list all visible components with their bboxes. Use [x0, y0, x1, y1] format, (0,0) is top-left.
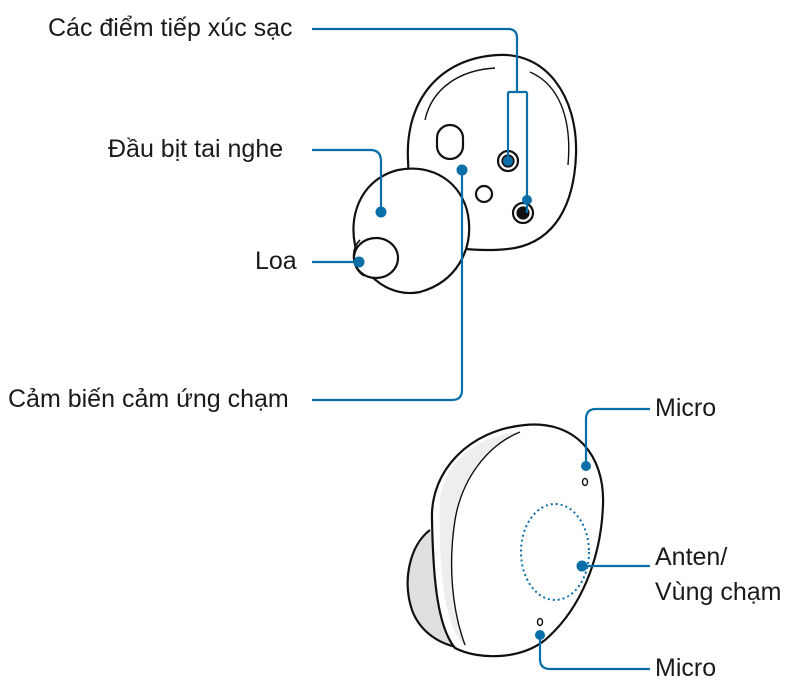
label-antenna-line1: Anten/ — [655, 543, 728, 571]
label-speaker: Loa — [255, 247, 297, 275]
mic-bottom-hole — [536, 617, 544, 627]
label-mic-top: Micro — [655, 394, 717, 422]
touch-sensor-pad — [435, 123, 465, 161]
callout-line-ear-tip — [312, 148, 383, 212]
label-antenna-line2: Vùng chạm — [655, 578, 782, 606]
callout-line-mic-bottom — [538, 635, 650, 671]
callout-line-touch — [312, 170, 464, 402]
label-touch-sensor: Cảm biến cảm ứng chạm — [8, 385, 289, 413]
label-charging-contacts: Các điểm tiếp xúc sạc — [48, 14, 293, 42]
earbud-top — [352, 53, 578, 295]
callout-line-mic-top — [584, 407, 650, 466]
callouts — [312, 27, 650, 671]
antenna-touch-area — [520, 503, 590, 601]
earbud-top-rim — [424, 67, 496, 121]
earbud-bottom-shell — [430, 423, 605, 658]
mic-top-hole — [581, 477, 589, 487]
label-mic-bottom: Micro — [655, 654, 717, 682]
earbud-top-hole — [474, 184, 494, 204]
callout-line-charging — [312, 27, 519, 92]
earbud-bottom — [406, 423, 605, 658]
label-ear-tip: Đầu bịt tai nghe — [108, 135, 284, 163]
